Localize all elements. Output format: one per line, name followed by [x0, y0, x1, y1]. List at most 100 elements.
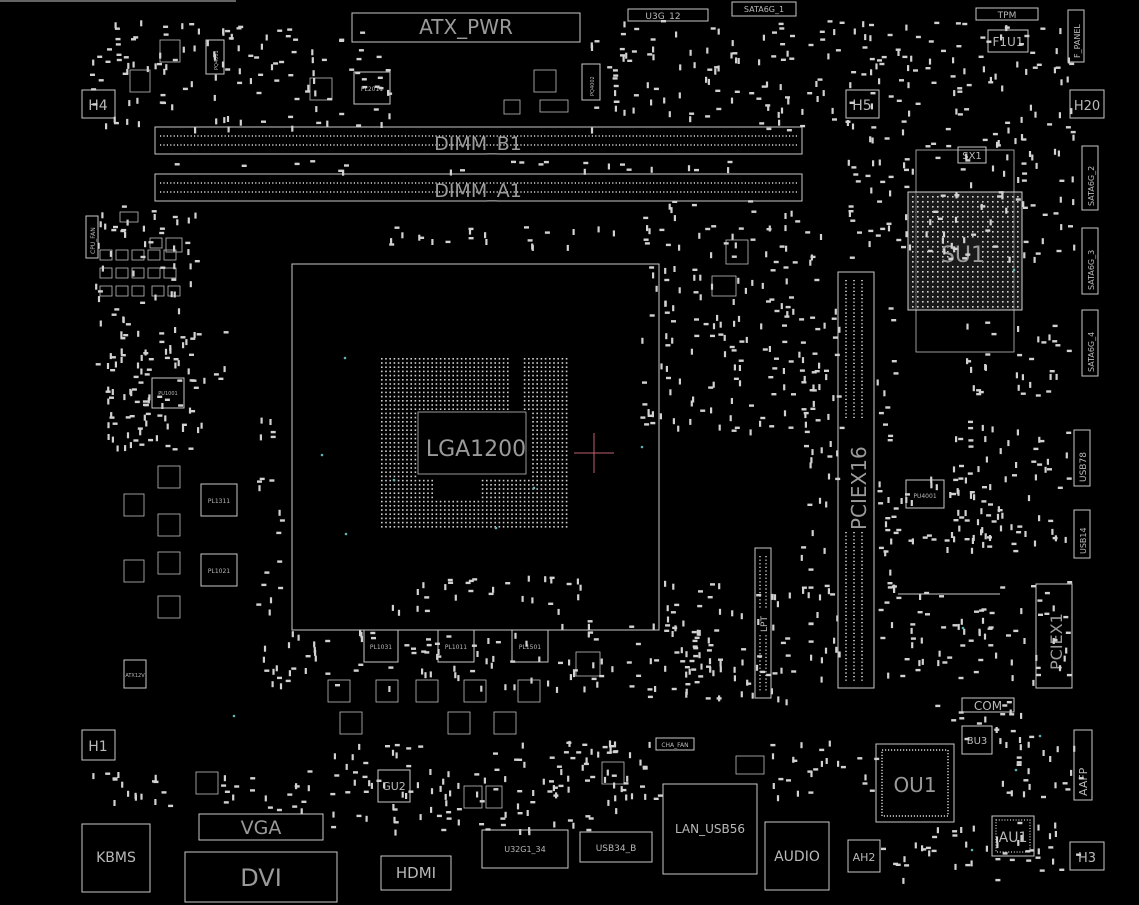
chip-bu3: BU3 [961, 725, 993, 755]
pu1001-label: PU1001 [158, 391, 177, 397]
small-ics-bottom [195, 651, 765, 809]
mosfet-pq4002: PQ4002 [581, 63, 601, 101]
lan-usb56-label: LAN_USB56 [675, 822, 745, 836]
mount-hole-h5: H5 [845, 89, 880, 119]
test-vias [232, 268, 1042, 852]
sx1-label: SX1 [962, 151, 982, 162]
h20-label: H20 [1074, 99, 1100, 114]
mount-hole-h3: H3 [1069, 841, 1105, 871]
tpm-header[interactable]: TPM [975, 7, 1039, 21]
lpt-label: LPT [760, 616, 770, 632]
pl1031-label: PL1031 [370, 644, 392, 651]
inductor-pl2011: PL2011 [353, 71, 391, 105]
crystal-sx1: SX1 [957, 146, 987, 164]
atx-pwr-label: ATX_PWR [419, 15, 513, 39]
sata6g2-label: SATA6G_2 [1087, 166, 1096, 206]
dimm-slot-a1[interactable]: DIMM_A1 [154, 173, 803, 202]
chip-gu2: GU2 [377, 769, 411, 803]
sata6g-3-connector[interactable]: SATA6G_3 [1081, 227, 1099, 295]
pl1311-label: PL1311 [208, 498, 230, 505]
fuse-f1u1[interactable]: F1U1 [987, 29, 1029, 53]
mount-hole-h1: H1 [81, 729, 116, 761]
cpu-socket-pins [381, 358, 568, 528]
bu3-label: BU3 [967, 736, 988, 747]
atx-power-connector[interactable]: ATX_PWR [351, 12, 581, 43]
usb32-ports-34[interactable]: U32G1_34 [481, 829, 569, 869]
atx12v-label: ATX12V [125, 673, 145, 679]
lan-usb56-port[interactable]: LAN_USB56 [662, 783, 758, 875]
h4-label: H4 [88, 98, 108, 114]
u3g2-label: U3G_12 [645, 12, 680, 22]
sata6g-1-connector[interactable]: SATA6G_1 [731, 1, 797, 17]
cha-fan-header[interactable]: CHA_FAN [655, 737, 695, 751]
su1-label: SU1 [941, 243, 985, 268]
usb14-header[interactable]: USB14 [1073, 509, 1091, 559]
dimm-slot-b1[interactable]: DIMM_B1 [154, 126, 803, 155]
aafp-header[interactable]: AAFP [1073, 729, 1093, 801]
inductor-pl1311: PL1311 [200, 483, 238, 517]
au1-label: AU1 [999, 830, 1028, 846]
usb34-b-ports[interactable]: USB34_B [579, 831, 653, 863]
vrm-mosfets [123, 465, 541, 735]
dimm-a1-label: DIMM_A1 [434, 180, 522, 202]
chipset-su1[interactable]: SU1 [907, 149, 1023, 353]
usb14-label: USB14 [1079, 527, 1088, 554]
front-panel-header[interactable]: F_PANEL [1067, 9, 1085, 63]
h5-label: H5 [852, 98, 871, 114]
usb78-label: USB78 [1079, 452, 1089, 482]
pl1021-label: PL1021 [208, 568, 230, 575]
pciex16-slot[interactable]: PCIEX16 [837, 271, 875, 689]
pciex1-slot[interactable]: PCIEX1 [1035, 583, 1073, 689]
vga-port[interactable]: VGA [198, 813, 324, 841]
aafp-label: AAFP [1077, 767, 1090, 796]
sata6g-2-connector[interactable]: SATA6G_2 [1081, 145, 1099, 211]
hdmi-port[interactable]: HDMI [380, 855, 452, 891]
dvi-port[interactable]: DVI [184, 851, 338, 903]
inductor-pl1011: PL1011 [437, 629, 475, 663]
pciex16-label: PCIEX16 [847, 446, 871, 530]
com-header[interactable]: COM [961, 697, 1015, 713]
dimm-b1-label: DIMM_B1 [434, 133, 522, 155]
mount-hole-h20: H20 [1069, 89, 1105, 119]
audio-ic-h2: AH2 [847, 839, 881, 873]
sata6g-4-connector[interactable]: SATA6G_4 [1081, 309, 1099, 377]
atx12v-connector[interactable]: ATX12V [123, 659, 147, 689]
pciex1-label: PCIEX1 [1047, 613, 1066, 670]
gu2-label: GU2 [382, 780, 406, 793]
kbms-label: KBMS [96, 850, 136, 866]
pwm-controller-pu1001: PU1001 [151, 377, 185, 409]
u32g1-34-label: U32G1_34 [504, 845, 546, 854]
usb3-header-12[interactable]: U3G_12 [627, 8, 709, 22]
vga-label: VGA [241, 817, 282, 839]
cpu-socket-label: LGA1200 [426, 437, 526, 462]
usb34-b-label: USB34_B [596, 844, 637, 854]
sata6g3-label: SATA6G_3 [1087, 250, 1096, 290]
audio-jack[interactable]: AUDIO [764, 821, 830, 891]
h2-label: AH2 [853, 851, 876, 864]
tpm-label: TPM [997, 11, 1017, 21]
inductor-pl1031: PL1031 [363, 629, 399, 663]
hdmi-label: HDMI [396, 864, 436, 882]
pq4001-label: PQ4001 [214, 50, 220, 70]
passive-components [90, 20, 1084, 884]
lpt-header[interactable]: LPT [754, 547, 772, 699]
usb78-header[interactable]: USB78 [1073, 429, 1091, 487]
h1-label: H1 [88, 739, 107, 755]
superio-ou1[interactable]: OU1 [875, 743, 955, 823]
sata6g4-label: SATA6G_4 [1087, 332, 1096, 372]
f-panel-label: F_PANEL [1073, 24, 1082, 58]
inductor-pl1021: PL1021 [200, 553, 238, 587]
mosfet-pq4001: PQ4001 [205, 39, 225, 75]
cpu-socket[interactable]: LGA1200 [291, 263, 660, 631]
cpu-fan-label: CPU_FAN [90, 227, 97, 254]
pu4001-label: PU4001 [913, 493, 936, 500]
com-label: COM [974, 699, 1002, 713]
inductor-pl1501: PL1501 [511, 629, 549, 663]
vrm-component-cluster-left [99, 39, 749, 297]
pl1501-label: PL1501 [519, 644, 541, 651]
audio-codec-au1[interactable]: AU1 [991, 815, 1035, 857]
pl2011-label: PL2011 [361, 86, 383, 93]
kbms-port[interactable]: KBMS [81, 823, 151, 893]
cpu-fan-header[interactable]: CPU_FAN [85, 215, 99, 259]
